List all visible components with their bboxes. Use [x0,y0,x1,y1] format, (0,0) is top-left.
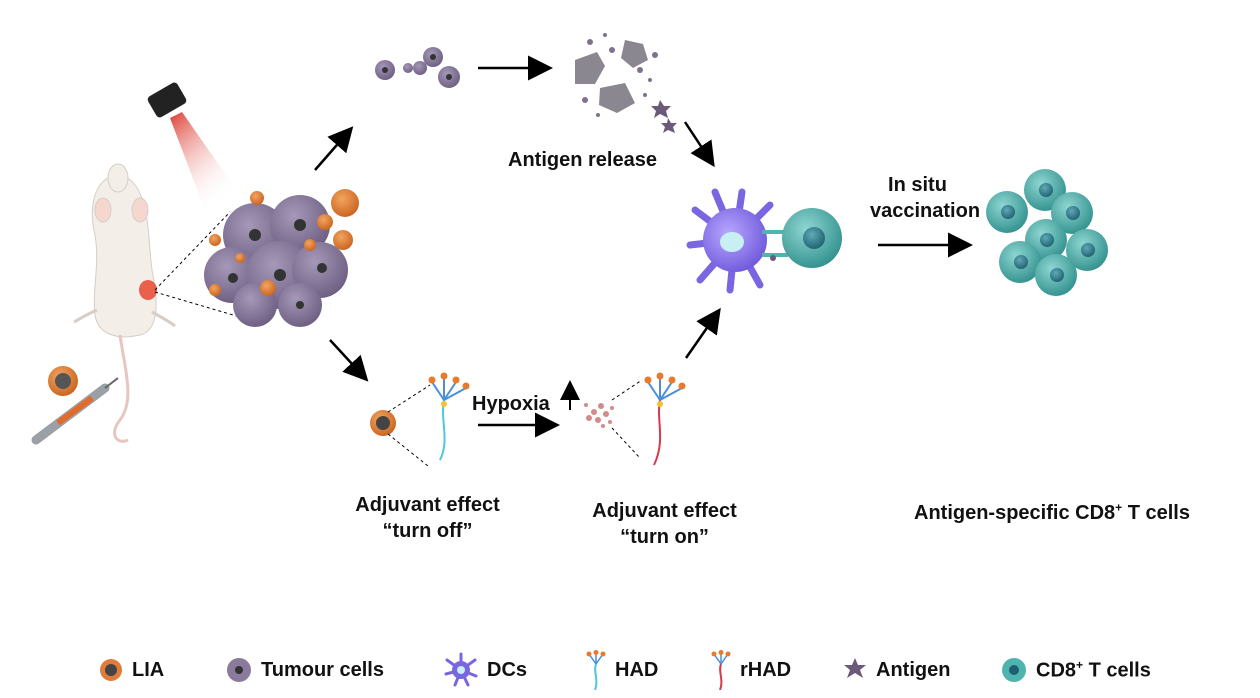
legend-rhad: rHAD [710,650,791,690]
mouse-illustration [73,163,176,443]
dc-icon [444,652,478,687]
tumour-cells-top [375,47,460,88]
legend-tumour: Tumour cells [225,650,384,690]
legend-rhad-label: rHAD [740,658,792,681]
legend-lia-label: LIA [132,658,165,681]
t-cell-cluster [986,169,1108,296]
had-icon [586,650,606,690]
legend-antigen: Antigen [842,650,950,690]
antigen-release-label: Antigen release [508,149,657,171]
adjuvant-off-label: Adjuvant effect “turn off” [335,492,520,544]
tumour-cell-icon [227,658,251,682]
lia-icon [100,659,122,681]
adjuvant-off-line2: “turn off” [382,520,473,542]
cd8-t-cell-icon [1002,658,1026,682]
legend-antigen-label: Antigen [876,658,951,681]
legend-cd8-sup: + [1076,657,1084,672]
dendritic-cell [686,188,788,294]
tcells-label-sup: + [1115,500,1123,515]
legend-had-label: HAD [615,658,659,681]
rhad-icon [711,650,731,690]
syringe-illustration [31,366,119,445]
in-situ-line1: In situ [888,174,947,196]
adjuvant-on-line1: Adjuvant effect [592,500,737,522]
antigen-debris [575,33,677,133]
legend-tumour-label: Tumour cells [261,658,384,681]
tcells-label-prefix: Antigen-specific CD8 [914,502,1116,524]
tcells-label: Antigen-specific CD8+ T cells [914,500,1190,526]
legend-cd8-label: CD8+ T cells [1036,658,1151,683]
hypoxia-label: Hypoxia [472,393,550,415]
legend-had: HAD [585,650,658,690]
adjuvant-on-line2: “turn on” [620,526,709,548]
in-situ-vaccination-label: In situ vaccination [870,172,981,224]
tumour-cluster [204,189,359,327]
adjuvant-off-line1: Adjuvant effect [355,494,500,516]
laser-illustration [147,82,240,210]
legend-cd8: CD8+ T cells [1000,650,1151,690]
legend-cd8-prefix: CD8 [1036,659,1077,682]
legend-dcs: DCs [443,650,527,690]
legend-cd8-suffix: T cells [1083,659,1151,682]
antigen-icon [844,658,866,678]
legend-lia: LIA [98,650,164,690]
lia-had-off [370,372,470,467]
legend-dcs-label: DCs [487,658,528,681]
tcells-label-suffix: T cells [1122,502,1190,524]
adjuvant-on-label: Adjuvant effect “turn on” [572,498,757,550]
t-cell-activated [782,208,842,268]
rhad-on [584,372,686,466]
in-situ-line2: vaccination [870,200,981,222]
